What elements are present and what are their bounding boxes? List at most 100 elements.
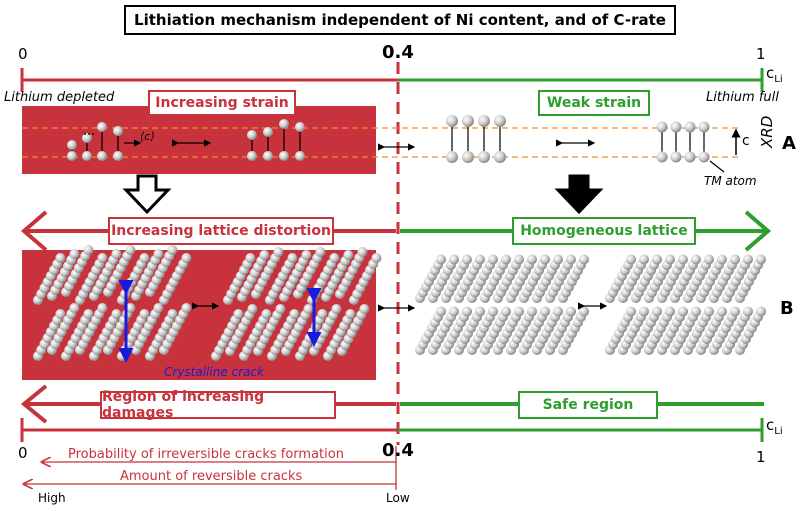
tm-atom-label: TM atom: [704, 174, 757, 188]
lattice-atom: [357, 247, 368, 257]
lattice-atom: [743, 306, 753, 317]
lattice-atom: [449, 254, 459, 265]
bottom-axis-mid-value: 0.4: [382, 440, 414, 461]
lattice-atom: [462, 306, 472, 317]
bottom-axis: [20, 418, 764, 442]
homogeneous-structure-2: [656, 121, 725, 173]
lattice-atom: [181, 303, 192, 313]
lattice-atom: [665, 254, 675, 265]
high-label: High: [38, 491, 66, 505]
lattice-atom: [167, 309, 178, 319]
lattice-atom: [717, 254, 727, 265]
low-label: Low: [386, 491, 410, 505]
lattice-atom: [704, 306, 714, 317]
lattice-atom: [83, 245, 94, 255]
c-label: c: [742, 133, 750, 149]
lattice-atom: [717, 306, 727, 317]
lattice-atom: [743, 254, 753, 265]
lattice-atom: [730, 254, 740, 265]
lattice-atom: [626, 254, 636, 265]
lattice-atom: [343, 250, 354, 260]
lattice-atom: [345, 309, 356, 319]
homogeneous-lattice-atoms: [415, 254, 766, 355]
down-arrow-left: [122, 174, 172, 215]
lattice-atom: [83, 309, 94, 319]
lattice-atom: [153, 303, 164, 313]
safe-region-label: Safe region: [518, 391, 658, 419]
lattice-atom: [691, 254, 701, 265]
lattice-atom: [273, 247, 284, 257]
lattice-atom: [153, 249, 164, 259]
lattice-atom: [436, 254, 446, 265]
top-axis-right-value: 1: [756, 45, 766, 63]
lattice-atom: [139, 309, 150, 319]
lattice-atom: [501, 306, 511, 317]
xrd-label: XRD: [758, 115, 776, 148]
lattice-atom: [678, 306, 688, 317]
lattice-atom: [566, 306, 576, 317]
lattice-atom: [331, 304, 342, 314]
lattice-atom: [639, 254, 649, 265]
strained-structure-1: [67, 122, 142, 161]
lattice-atom: [371, 253, 382, 263]
top-axis-left-value: 0: [18, 45, 28, 63]
lattice-atom: [652, 254, 662, 265]
lattice-atom: [756, 306, 766, 317]
lattice-atom: [303, 304, 314, 314]
lattice-atom: [247, 304, 258, 314]
lattice-atom: [540, 254, 550, 265]
lattice-atom: [626, 306, 636, 317]
lattice-atom: [317, 309, 328, 319]
bottom-axis-left-value: 0: [18, 444, 28, 462]
lattice-atom: [579, 254, 589, 265]
panel-b-label: B: [780, 298, 794, 319]
lattice-atom: [245, 253, 256, 263]
homogeneous-structure-1: [446, 115, 506, 163]
panel-a-label: A: [782, 133, 796, 154]
lattice-atom: [475, 254, 485, 265]
lattice-atom: [665, 306, 675, 317]
lattice-atom: [181, 253, 192, 263]
lattice-atom: [261, 309, 272, 319]
lattice-atom: [69, 249, 80, 259]
lithium-depleted-label: Lithium depleted: [4, 90, 115, 105]
top-axis-mid-value: 0.4: [382, 42, 414, 63]
lattice-atom: [652, 306, 662, 317]
lattice-atom: [475, 306, 485, 317]
lattice-atom: [553, 306, 563, 317]
lattice-atom: [514, 254, 524, 265]
lattice-atom: [449, 306, 459, 317]
lattice-atom: [527, 306, 537, 317]
lattice-atom: [301, 250, 312, 260]
damages-region-label: Region of increasing damages: [100, 389, 336, 421]
crystalline-crack-label: Crystalline crack: [164, 365, 264, 379]
homogeneous-lattice-label: Homogeneous lattice: [512, 217, 696, 245]
strain-region-bg: [22, 106, 376, 174]
lattice-atom: [678, 254, 688, 265]
lattice-atom: [97, 303, 108, 313]
lattice-atom: [501, 254, 511, 265]
bottom-axis-var-label: cLi: [766, 416, 783, 437]
lattice-atom: [553, 254, 563, 265]
lithium-full-label: Lithium full: [706, 90, 779, 105]
lattice-atom: [289, 309, 300, 319]
lattice-atom: [579, 306, 589, 317]
top-axis-var-label: cLi: [766, 64, 783, 85]
lattice-atom: [756, 254, 766, 265]
amount-label: Amount of reversible cracks: [120, 469, 303, 484]
lattice-atom: [691, 306, 701, 317]
lattice-atom: [55, 309, 66, 319]
lattice-atom: [259, 250, 270, 260]
lattice-atom: [275, 304, 286, 314]
lattice-atom: [639, 306, 649, 317]
lattice-distortion-label: Increasing lattice distortion: [108, 217, 334, 245]
lattice-atom: [125, 245, 136, 255]
lattice-atom: [315, 247, 326, 257]
lattice-atom: [527, 254, 537, 265]
probability-label: Probability of irreversible cracks forma…: [68, 447, 344, 462]
lattice-atom: [462, 254, 472, 265]
down-arrow-right: [554, 174, 604, 215]
lattice-atom: [167, 245, 178, 255]
lattice-atom: [287, 253, 298, 263]
page-title: Lithiation mechanism independent of Ni c…: [124, 5, 676, 35]
